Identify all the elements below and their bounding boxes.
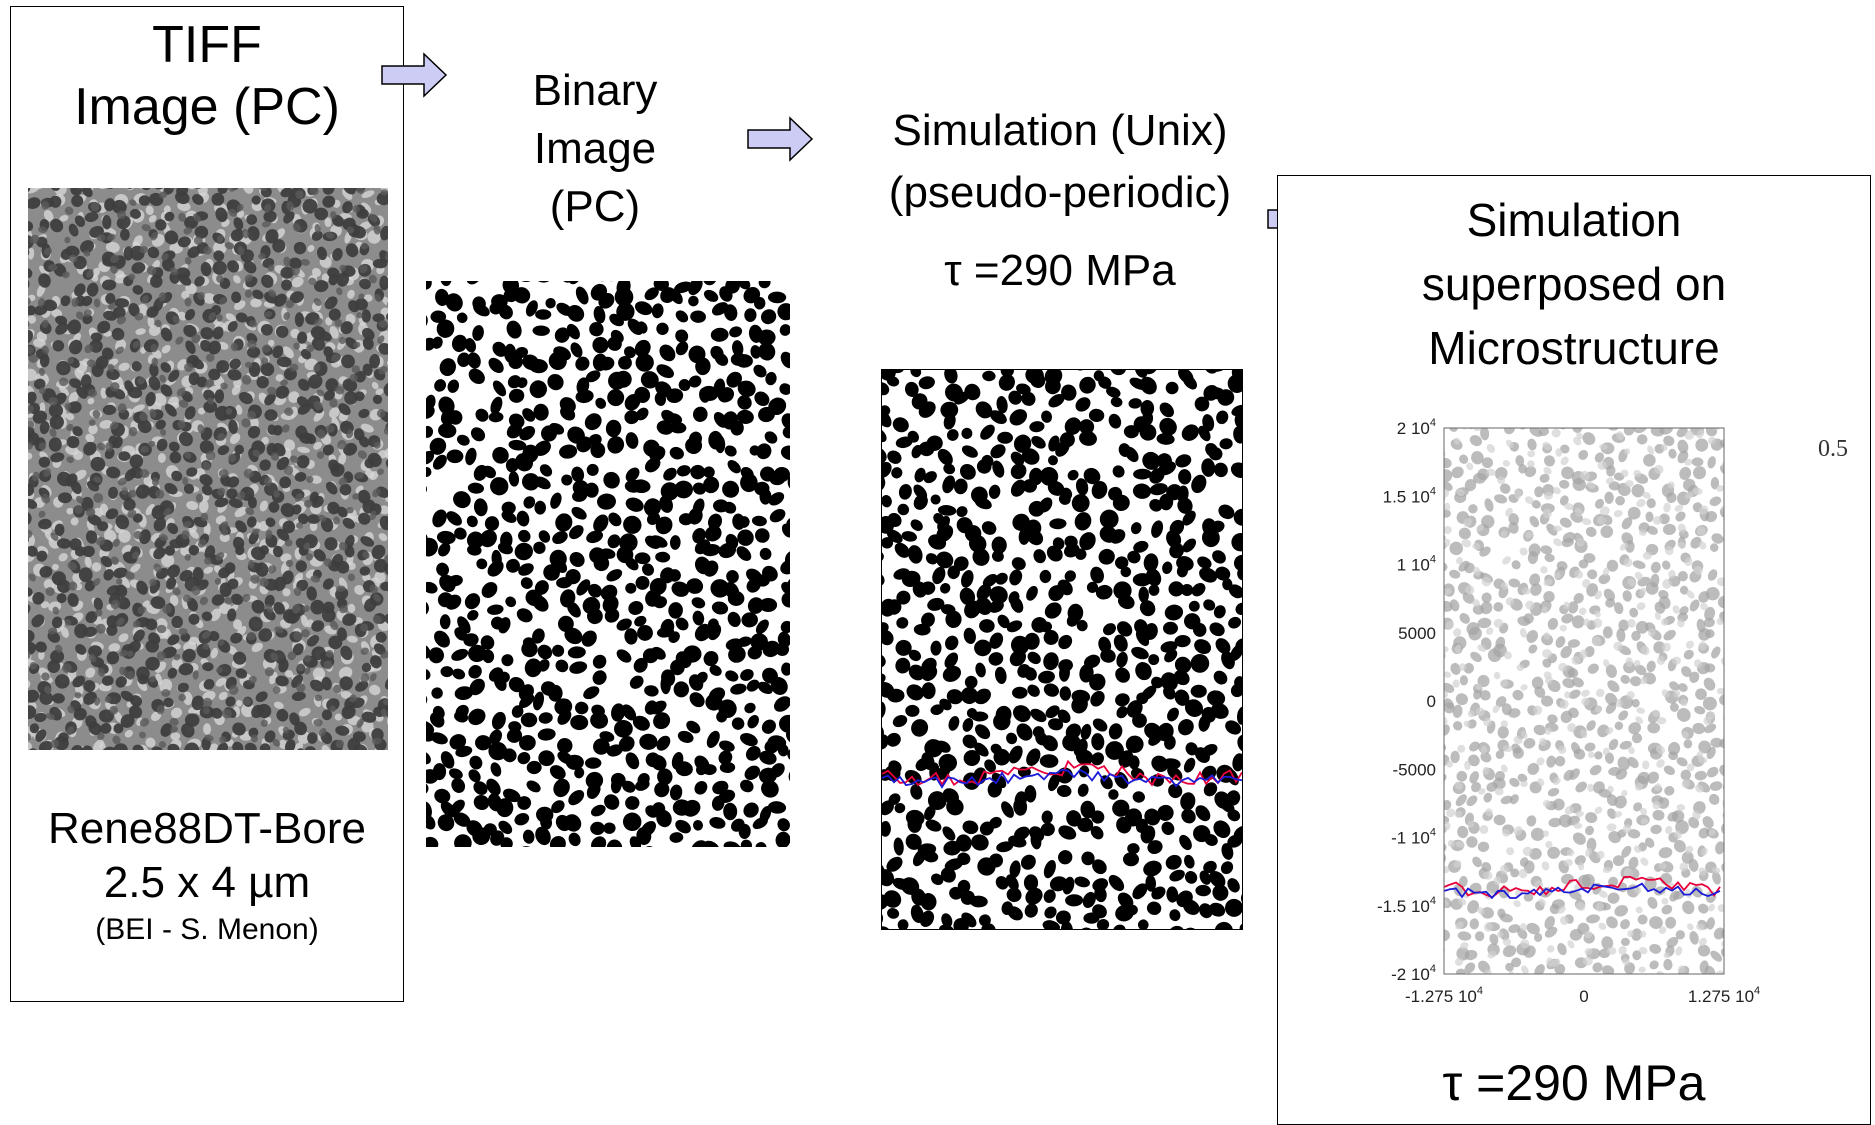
tiff-micrograph — [28, 188, 388, 750]
y-tick-label: 5000 — [1398, 624, 1436, 643]
y-tick-label: 1.5 104 — [1383, 485, 1436, 506]
field-size: 2.5 x 4 µm — [10, 856, 404, 910]
y-tick-label: -1 104 — [1391, 827, 1436, 848]
superposed-plot: 2 104 1.5 104 1 104 5000 0 -5000 -1 104 -1.5 10… — [1340, 410, 1860, 1020]
tiff-title: TIFF Image (PC) — [10, 14, 404, 138]
y-tick-label: 1 104 — [1397, 554, 1436, 575]
y-tick-label: -2 104 — [1391, 963, 1436, 984]
arrow-right-icon — [380, 52, 448, 98]
y-tick-label: -1.5 104 — [1377, 895, 1436, 916]
superposed-stress-label: τ =290 MPa — [1277, 1054, 1871, 1112]
binary-title: Binary Image (PC) — [450, 62, 740, 236]
simulation-stress-label: τ =290 MPa — [840, 246, 1280, 296]
y-tick-label: 0 — [1427, 692, 1436, 711]
y-tick-label: 2 104 — [1397, 417, 1436, 438]
image-credit: (BEI - S. Menon) — [10, 910, 404, 950]
simulation-title: Simulation (Unix) (pseudo-periodic) — [840, 100, 1280, 224]
superposed-title: Simulation superposed on Microstructure — [1277, 188, 1871, 380]
corner-value-label: 0.5 — [1818, 436, 1848, 462]
simulation-plot — [881, 369, 1243, 930]
x-tick-label: 0 — [1579, 987, 1588, 1006]
material-name: Rene88DT-Bore — [10, 802, 404, 856]
y-tick-label: -5000 — [1393, 760, 1436, 779]
tiff-caption: Rene88DT-Bore 2.5 x 4 µm (BEI - S. Menon… — [10, 802, 404, 950]
arrow-right-icon — [746, 116, 814, 162]
binary-image — [426, 281, 790, 847]
x-tick-label: 1.275 104 — [1688, 985, 1760, 1006]
x-tick-label: -1.275 104 — [1405, 985, 1483, 1006]
